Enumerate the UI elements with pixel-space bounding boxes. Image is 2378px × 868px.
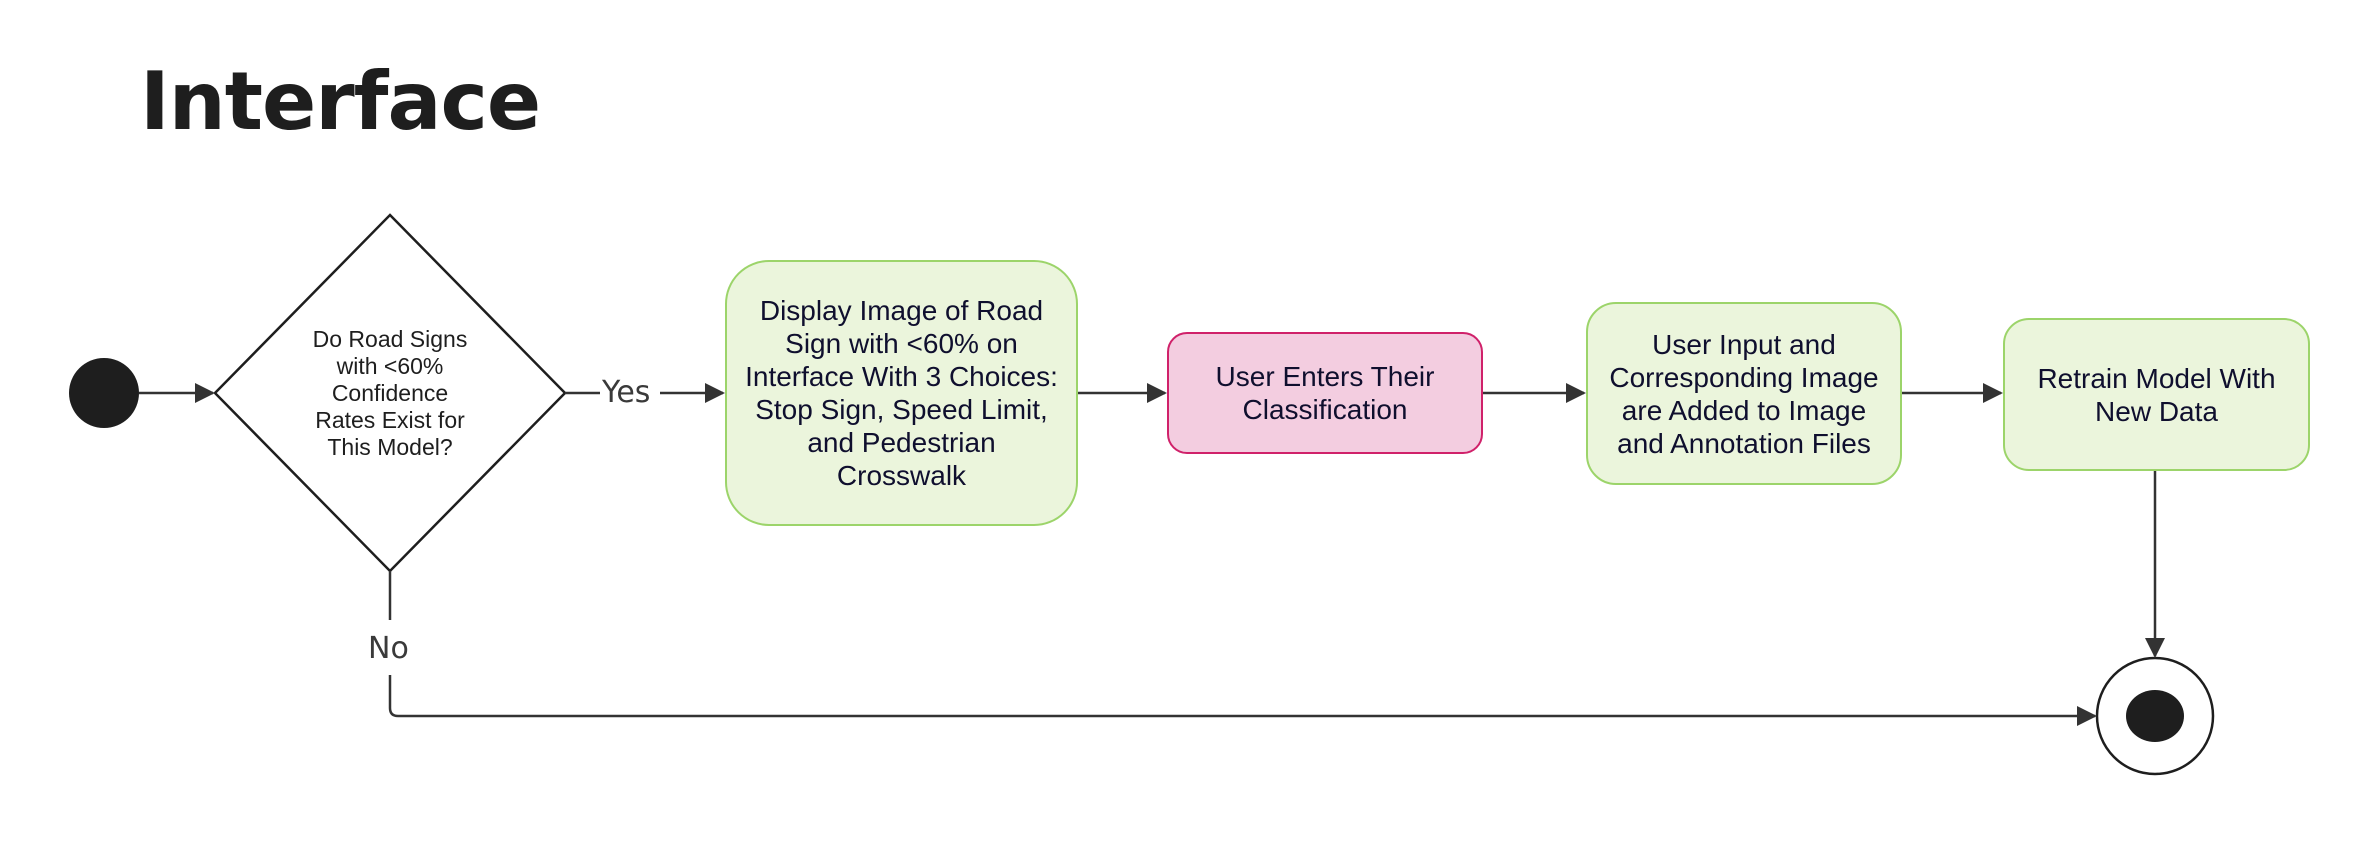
end-node-dot: [2126, 690, 2184, 742]
yes-label: Yes: [602, 375, 651, 410]
retrain-model-node: Retrain Model With New Data: [2003, 318, 2310, 471]
user-enters-text: User Enters Their Classification: [1215, 361, 1435, 425]
page-title: Interface: [140, 55, 541, 148]
user-input-added-text: User Input and Corresponding Image are A…: [1609, 328, 1879, 459]
display-image-node: Display Image of Road Sign with <60% on …: [725, 260, 1078, 526]
start-node: [69, 358, 139, 428]
user-input-added-node: User Input and Corresponding Image are A…: [1586, 302, 1902, 485]
edge-no-to-end: [388, 571, 2095, 716]
display-image-text: Display Image of Road Sign with <60% on …: [745, 295, 1058, 491]
no-label: No: [368, 631, 409, 666]
user-enters-node: User Enters Their Classification: [1167, 332, 1483, 454]
retrain-model-text: Retrain Model With New Data: [2037, 362, 2276, 427]
decision-question: Do Road Signs with <60% Confidence Rates…: [312, 326, 468, 460]
